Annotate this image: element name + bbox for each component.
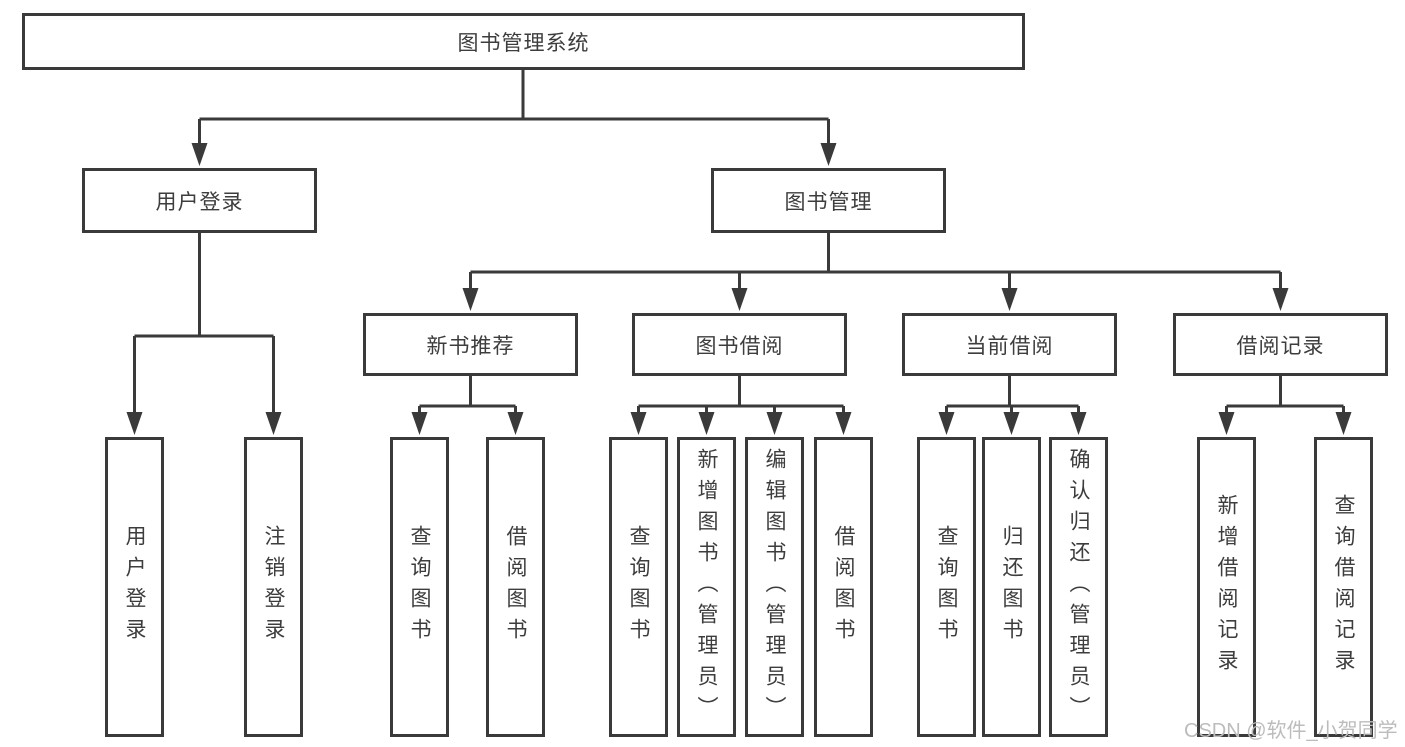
node-book-borrowing-label: 图书借阅: [695, 334, 784, 358]
leaf-borrow-books: 借阅图书: [814, 437, 873, 737]
node-book-management: 图书管理: [711, 168, 946, 233]
root-node-library-management-system: 图书管理系统: [22, 13, 1025, 70]
node-user-login-label: 用户登录: [155, 190, 244, 214]
leaf-return-books: 归还图书: [982, 437, 1041, 737]
leaf-query-borrow-record-label: 查询借阅记录: [1332, 494, 1355, 680]
leaf-query-borrow-record: 查询借阅记录: [1314, 437, 1373, 737]
leaf-query-books-current: 查询图书: [917, 437, 976, 737]
root-node-label: 图书管理系统: [457, 31, 590, 55]
leaf-query-books-new: 查询图书: [390, 437, 449, 737]
leaf-edit-books-admin: 编辑图书（管理员）: [745, 437, 804, 737]
node-current-borrowing-label: 当前借阅: [965, 334, 1054, 358]
node-borrowing-records: 借阅记录: [1173, 313, 1388, 376]
leaf-borrow-books-label: 借阅图书: [832, 525, 855, 649]
leaf-logout: 注销登录: [244, 437, 303, 737]
leaf-confirm-return-admin: 确认归还（管理员）: [1049, 437, 1108, 737]
leaf-user-login: 用户登录: [105, 437, 164, 737]
leaf-borrow-books-new: 借阅图书: [486, 437, 545, 737]
leaf-return-books-label: 归还图书: [1000, 525, 1023, 649]
leaf-add-borrow-record-label: 新增借阅记录: [1215, 494, 1238, 680]
node-borrowing-records-label: 借阅记录: [1236, 334, 1325, 358]
node-current-borrowing: 当前借阅: [902, 313, 1117, 376]
leaf-logout-label: 注销登录: [262, 525, 285, 649]
node-new-book-recommendation: 新书推荐: [363, 313, 578, 376]
leaf-borrow-books-new-label: 借阅图书: [504, 525, 527, 649]
leaf-query-books-borrow-label: 查询图书: [627, 525, 650, 649]
arrowhead-icons: [126, 143, 1352, 435]
leaf-query-books-current-label: 查询图书: [935, 525, 958, 649]
csdn-watermark: CSDN @软件_小贺同学: [1184, 720, 1398, 742]
leaf-query-books-new-label: 查询图书: [408, 525, 431, 649]
leaf-confirm-return-admin-label: 确认归还（管理员）: [1067, 447, 1090, 727]
node-new-book-recommendation-label: 新书推荐: [426, 334, 515, 358]
node-user-login: 用户登录: [82, 168, 317, 233]
node-book-borrowing: 图书借阅: [632, 313, 847, 376]
leaf-user-login-label: 用户登录: [123, 525, 146, 649]
leaf-edit-books-admin-label: 编辑图书（管理员）: [763, 447, 786, 727]
leaf-add-borrow-record: 新增借阅记录: [1197, 437, 1256, 737]
node-book-management-label: 图书管理: [784, 190, 873, 214]
leaf-query-books-borrow: 查询图书: [609, 437, 668, 737]
leaf-add-books-admin-label: 新增图书（管理员）: [695, 447, 718, 727]
leaf-add-books-admin: 新增图书（管理员）: [677, 437, 736, 737]
